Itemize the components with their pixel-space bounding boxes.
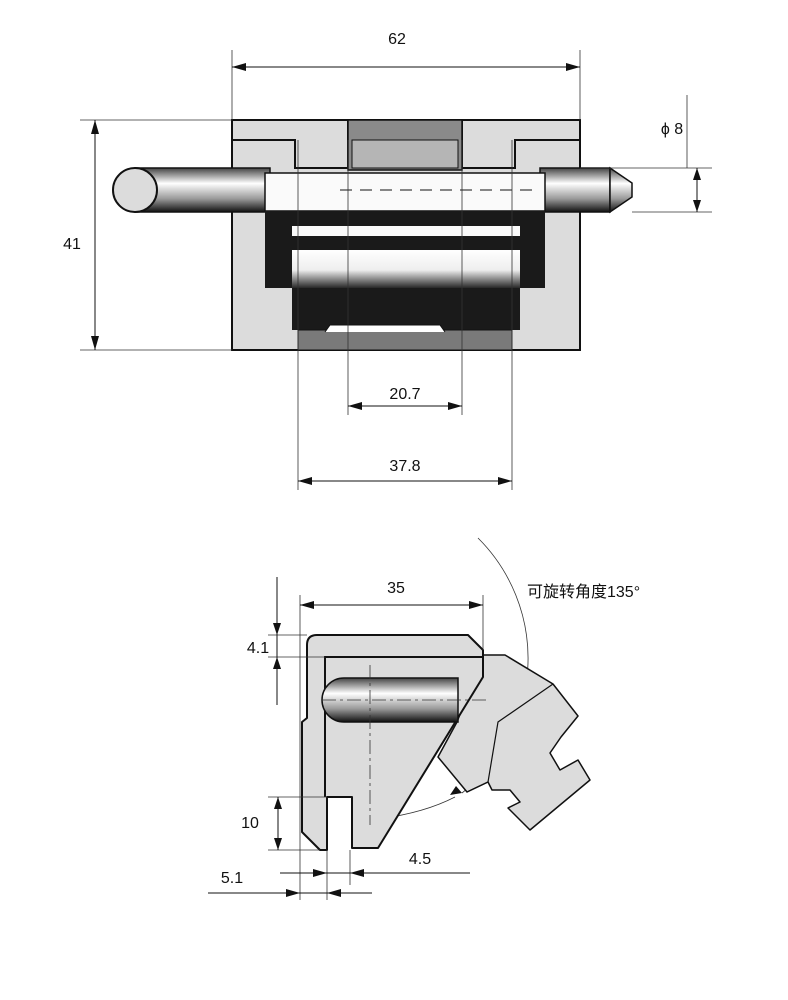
dim-4-1: 4.1: [247, 577, 281, 705]
dim-35-label: 35: [387, 580, 405, 597]
dim-5-1: 5.1: [208, 870, 372, 897]
pin-end: [112, 167, 158, 213]
knuckle: [264, 172, 546, 212]
dark-block: [292, 288, 520, 330]
dim-4-5-label: 4.5: [409, 851, 431, 868]
top-view: 62 41 ϕ 8 20.7 37.8: [63, 31, 712, 490]
dim-10-label: 10: [241, 815, 259, 832]
hinge-pin-right: [539, 167, 611, 213]
dim-phi8: ϕ 8: [661, 121, 701, 212]
side-view: 35 4.1 10 4.5 5.1 可旋转角度135°: [208, 537, 640, 900]
dim-35: 35: [300, 580, 483, 609]
dim-37-8-label: 37.8: [389, 458, 420, 475]
rotation-note: 可旋转角度135°: [527, 583, 640, 601]
bottom-plate: [297, 329, 513, 351]
pin-tip: [609, 166, 633, 214]
dim-4-1-label: 4.1: [247, 640, 269, 657]
dim-20-7: 20.7: [348, 386, 462, 410]
dim-37-8: 37.8: [298, 458, 512, 485]
dim-phi8-label: ϕ 8: [661, 121, 683, 138]
dim-20-7-label: 20.7: [389, 386, 420, 403]
dim-41: 41: [63, 120, 99, 350]
dim-4-5: 4.5: [280, 851, 470, 877]
dim-62: 62: [232, 31, 580, 71]
dim-10: 10: [241, 797, 282, 850]
dim-62-label: 62: [388, 31, 406, 48]
dim-41-label: 41: [63, 236, 81, 253]
dim-5-1-label: 5.1: [221, 870, 243, 887]
